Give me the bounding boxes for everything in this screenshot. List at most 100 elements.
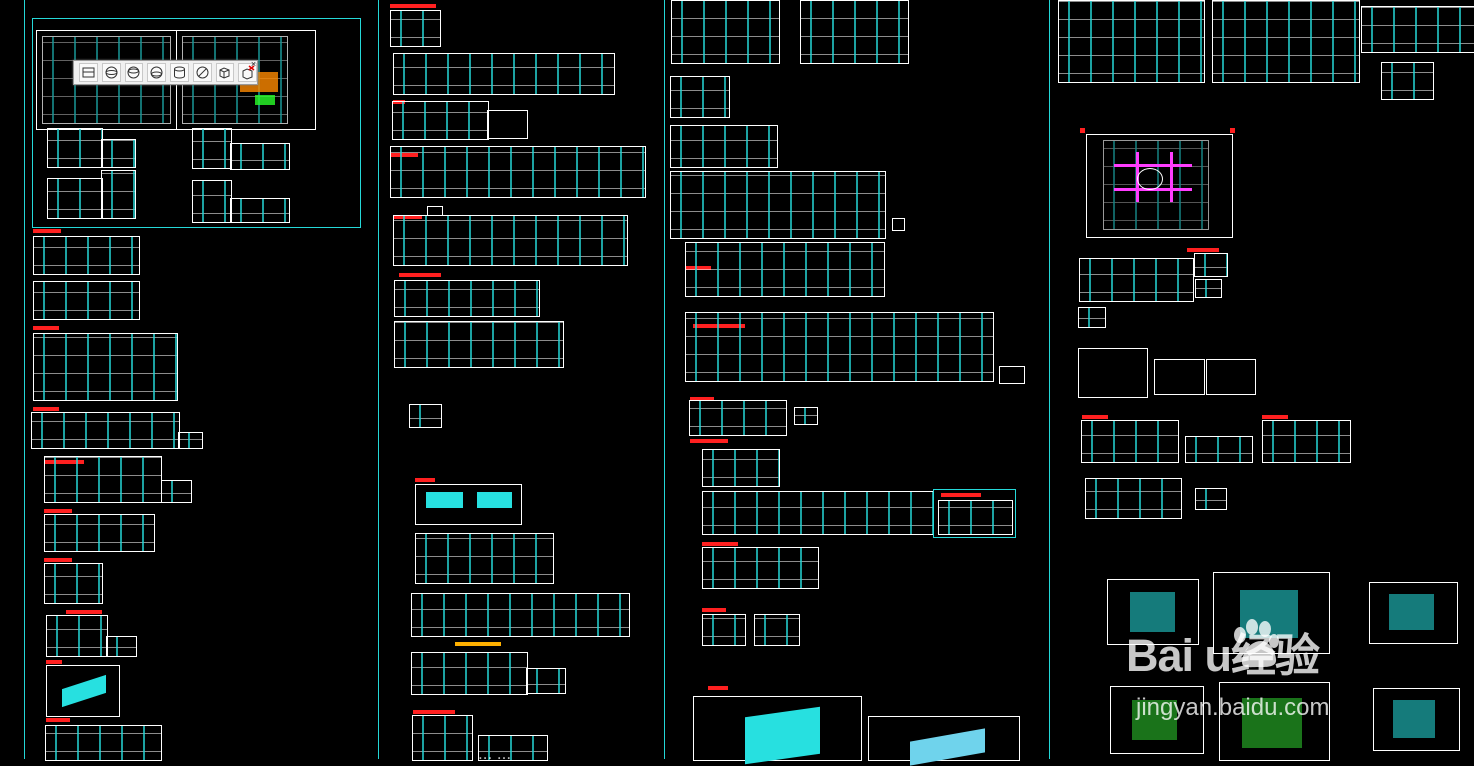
ceiling-plan-drawing xyxy=(1103,140,1209,230)
sheet-thumb xyxy=(412,715,473,761)
sheet-thumb xyxy=(192,180,232,223)
sheet-thumb xyxy=(44,456,162,503)
sheet-3d-view xyxy=(487,110,528,139)
sheet-thumb xyxy=(670,125,778,168)
bottom-caption: ... ... xyxy=(478,744,512,763)
sheet-thumb xyxy=(1195,488,1227,510)
sheet-thumb xyxy=(394,321,564,368)
sheet-thumb xyxy=(1185,436,1253,463)
elevation-drawing xyxy=(1242,698,1302,748)
elevation-drawing xyxy=(1240,590,1298,638)
cyan-fill xyxy=(426,492,463,508)
sheet-thumb xyxy=(394,280,540,317)
view-sphere-side-icon[interactable] xyxy=(147,63,166,82)
sheet-thumb xyxy=(411,652,528,695)
sheet-thumb xyxy=(45,725,162,761)
sheet-thumb xyxy=(390,146,646,198)
sheet-thumb xyxy=(44,514,155,552)
sheet-thumb xyxy=(671,0,780,64)
grip-handle[interactable] xyxy=(1230,128,1235,133)
sheet-thumb xyxy=(1079,258,1194,302)
sheet-title-bar xyxy=(690,397,714,401)
view-box-front-icon[interactable] xyxy=(79,63,98,82)
view-toolbar[interactable]: × xyxy=(73,60,258,85)
sheet-thumb xyxy=(392,101,489,140)
sheet-title-bar xyxy=(702,608,726,612)
sheet-title-bar xyxy=(1082,415,1108,419)
sheet-thumb xyxy=(689,400,787,436)
sheet-small xyxy=(892,218,905,231)
view-sphere-top-icon[interactable] xyxy=(124,63,144,82)
view-cube-icon[interactable] xyxy=(215,63,235,82)
sheet-thumb xyxy=(685,242,885,297)
sheet-title-bar xyxy=(455,642,501,646)
elevation-drawing xyxy=(1130,592,1175,632)
selected-sheet xyxy=(933,489,1016,538)
sheet-thumb xyxy=(230,143,290,170)
elevation-drawing xyxy=(1393,700,1435,738)
elevation-sheet xyxy=(1110,686,1204,754)
sheet-3d-view xyxy=(1078,348,1148,398)
sheet-thumb xyxy=(702,614,746,646)
sheet-thumb xyxy=(101,139,136,168)
sheet-title-bar xyxy=(1262,415,1288,419)
floor-plan-sheet xyxy=(1058,0,1205,83)
sheet-thumb xyxy=(47,178,103,219)
column-divider xyxy=(24,0,25,759)
sheet-thumb xyxy=(702,547,819,589)
sheet-thumb xyxy=(415,533,554,584)
sheet-title-bar xyxy=(66,610,102,614)
sheet-title-bar xyxy=(415,478,435,482)
sheet-thumb xyxy=(1194,253,1228,277)
highlight-block xyxy=(255,95,275,105)
sheet-title-bar xyxy=(33,407,59,411)
sheet-thumb xyxy=(390,10,441,47)
sheet-small xyxy=(999,366,1025,384)
sheet-thumb xyxy=(1262,420,1351,463)
cyan-fill xyxy=(477,492,512,508)
column-divider xyxy=(664,0,665,759)
view-cube-x-icon[interactable] xyxy=(238,63,257,82)
sheet-thumb xyxy=(800,0,909,64)
sheet-title-bar xyxy=(44,558,72,562)
sheet-title-bar xyxy=(702,542,738,546)
sheet-title-bar xyxy=(413,710,455,714)
sheet-thumb xyxy=(754,614,800,646)
sheet-thumb xyxy=(411,593,630,637)
sheet-title-bar xyxy=(390,4,436,8)
sheet-thumb xyxy=(393,53,615,95)
ceiling-circle xyxy=(1137,168,1163,190)
toolbar-close-icon[interactable]: × xyxy=(250,59,257,69)
sheet-thumb xyxy=(47,128,103,168)
sheet-thumb xyxy=(1078,307,1106,328)
column-divider xyxy=(378,0,379,759)
view-sphere-icon[interactable] xyxy=(101,63,121,82)
sheet-3d-view xyxy=(46,665,120,717)
sheet-3d-view xyxy=(1206,359,1256,395)
view-cylinder-icon[interactable] xyxy=(170,63,189,82)
elevation-sheet xyxy=(1369,582,1458,644)
view-no-entry-icon[interactable] xyxy=(192,63,212,82)
sheet-thumb xyxy=(670,171,886,239)
ceiling-plan-sheet xyxy=(1086,134,1233,238)
sheet-thumb xyxy=(192,128,232,169)
elevation-drawing xyxy=(1132,700,1177,740)
sheet-thumb xyxy=(393,215,628,266)
sheet-thumb xyxy=(526,668,566,694)
sheet-thumb xyxy=(106,636,137,657)
column-divider xyxy=(1049,0,1050,759)
sheet-thumb xyxy=(178,432,203,449)
sheet-thumb xyxy=(44,563,103,604)
sheet-title-bar xyxy=(708,686,728,690)
sheet-3d-view xyxy=(1154,359,1205,395)
sheet-thumb xyxy=(702,491,934,535)
sheet-thumb xyxy=(938,500,1013,535)
sheet-title-bar xyxy=(46,718,70,722)
sheet-thumb xyxy=(33,333,178,401)
sheet-thumb xyxy=(1195,279,1222,298)
grip-handle[interactable] xyxy=(1080,128,1085,133)
sheet-thumb xyxy=(702,449,780,487)
sheet-title-bar xyxy=(44,509,72,513)
sheet-title-bar xyxy=(399,273,441,277)
